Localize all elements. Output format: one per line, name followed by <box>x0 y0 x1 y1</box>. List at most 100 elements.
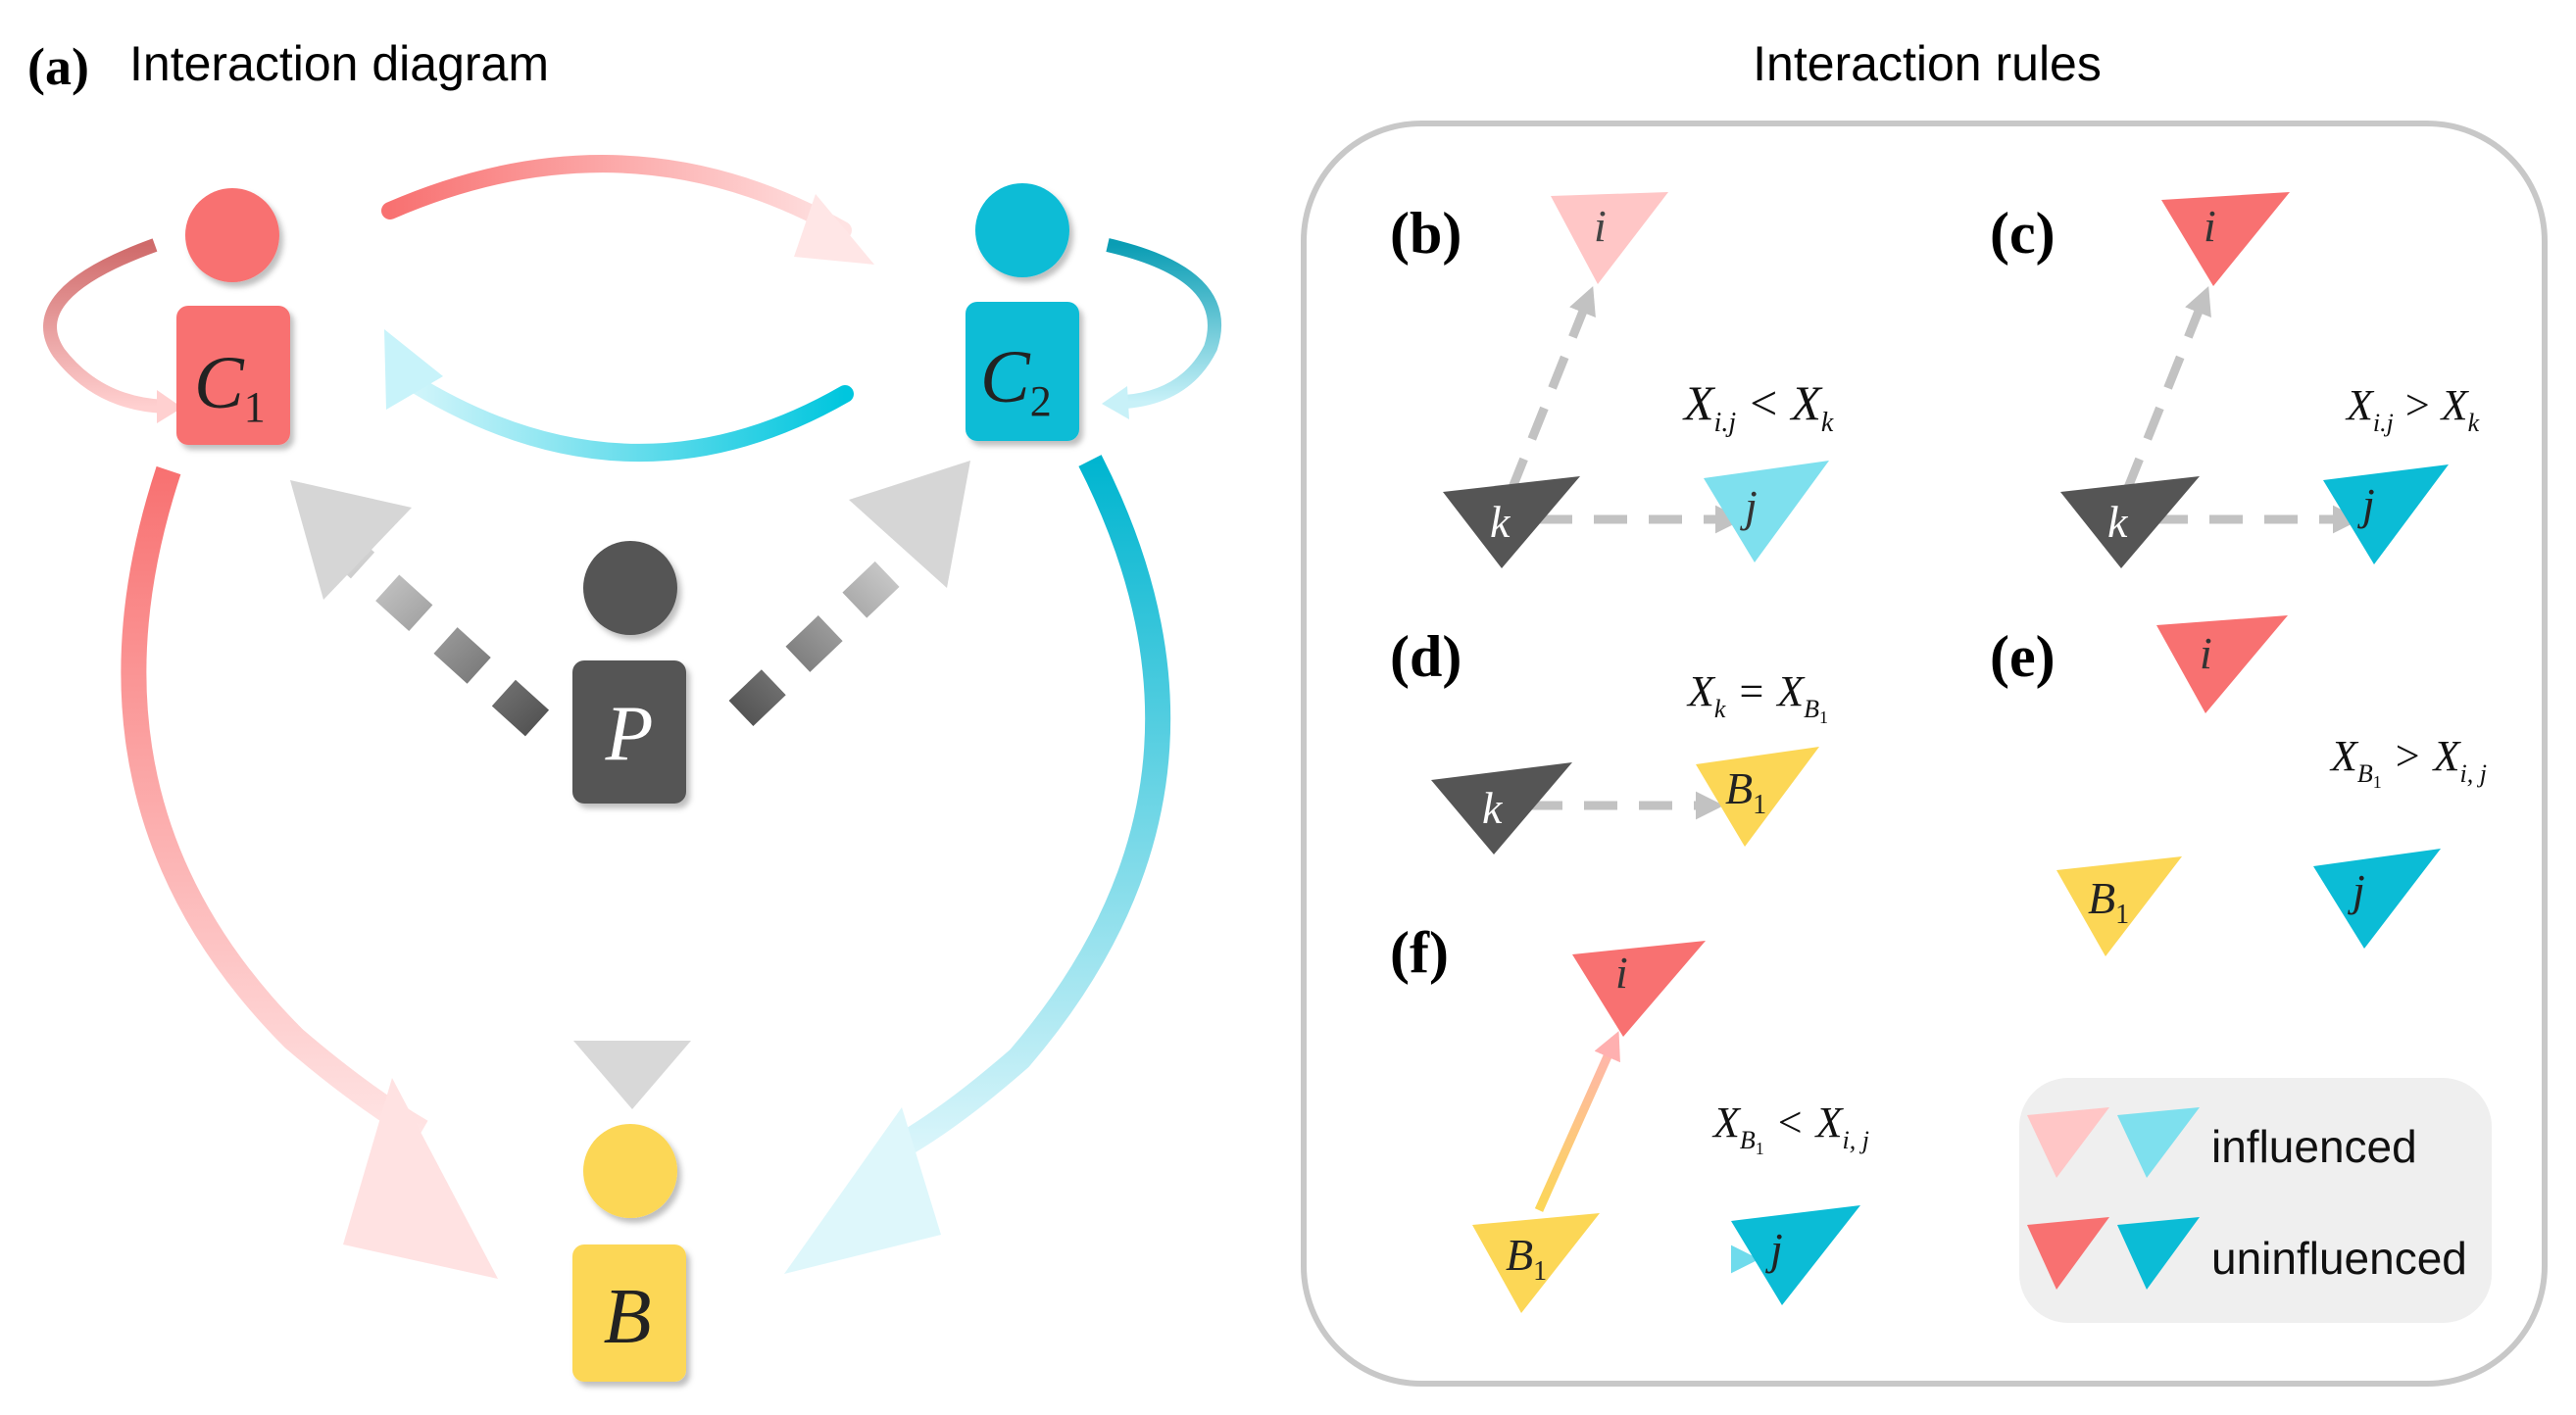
node-c2-sub: 2 <box>1030 377 1052 425</box>
legend-influenced-label: influenced <box>2211 1121 2417 1172</box>
rule-b-cond-rhs-sub: k <box>1821 408 1834 438</box>
rule-e-label-i: i <box>2200 628 2212 678</box>
node-c2: C2 <box>966 183 1079 441</box>
node-b-head <box>583 1124 677 1218</box>
panel-b: (b) i k j Xi.j<Xk <box>1390 192 1834 568</box>
rule-e-label-b-sub: 1 <box>2115 900 2129 930</box>
svg-text:Xi.j<Xk: Xi.j<Xk <box>1682 375 1834 438</box>
panel-e-letter: (e) <box>1990 624 2056 689</box>
rule-f-cond-op: < <box>1778 1098 1803 1147</box>
panel-a-letter: (a) <box>27 37 89 96</box>
rule-f-label-i: i <box>1615 948 1628 998</box>
rule-b-label-j: j <box>1740 481 1758 531</box>
legend-uninfluenced-cyan <box>2117 1217 2200 1290</box>
panel-f: (f) i XB1<Xi, j B1 j <box>1390 920 1869 1313</box>
panel-f-letter: (f) <box>1390 920 1449 985</box>
rule-d-cond-lhs-sub: k <box>1714 695 1726 723</box>
node-c2-head <box>975 183 1069 277</box>
panel-c: (c) i k j Xi.j>Xk <box>1990 192 2480 568</box>
legend-uninfluenced-label: uninfluenced <box>2211 1233 2467 1284</box>
rule-d-triangle-k <box>1431 762 1572 854</box>
dash-p-to-b <box>573 823 691 1109</box>
rule-e-cond-rhs-sub: i, j <box>2460 759 2487 788</box>
rule-d-label-b: B <box>1725 763 1753 813</box>
legend-influenced-cyan <box>2117 1107 2200 1178</box>
rule-b-cond-lhs: X <box>1682 375 1716 430</box>
rule-d-cond-lhs: X <box>1686 667 1716 715</box>
node-c2-label: C <box>980 336 1031 418</box>
svg-text:C1: C1 <box>194 342 266 431</box>
svg-text:B1: B1 <box>1506 1230 1547 1287</box>
rule-e-triangle-i <box>2156 615 2288 713</box>
rule-d-label-k: k <box>1482 783 1504 833</box>
arrow-c1-to-b <box>121 465 498 1279</box>
panel-a: (a) Interaction diagram <box>27 36 1221 1382</box>
rule-f-triangle-b <box>1472 1213 1600 1313</box>
node-p: P <box>572 541 686 804</box>
panel-d: (d) k B1 Xk=XB1 <box>1390 624 1828 854</box>
rule-e-label-b: B <box>2088 873 2115 923</box>
svg-text:B1: B1 <box>1725 763 1766 820</box>
rule-c-label-i: i <box>2204 201 2216 251</box>
panel-b-letter: (b) <box>1390 201 1461 266</box>
rule-c-cond-rhs-sub: k <box>2468 409 2480 437</box>
arrow-c1-to-c2 <box>381 155 874 265</box>
rule-b-arrow-k-i <box>1507 285 1596 492</box>
rule-c-cond-lhs: X <box>2345 381 2375 429</box>
panel-e: (e) i XB1>Xi, j B1 j <box>1990 615 2487 956</box>
svg-text:XB1<Xi, j: XB1<Xi, j <box>1711 1098 1869 1158</box>
rule-c-arrow-k-i <box>2122 285 2211 492</box>
dash-p-to-c2 <box>728 461 970 727</box>
rule-f-label-b-sub: 1 <box>1533 1256 1547 1287</box>
rule-f-triangle-j <box>1731 1205 1860 1305</box>
rule-b-label-k: k <box>1490 497 1511 547</box>
rule-e-label-j: j <box>2348 865 2365 915</box>
rule-c-triangle-i <box>2161 192 2290 286</box>
node-b: B <box>572 1124 686 1382</box>
arrow-c2-to-c1 <box>384 329 854 462</box>
arrow-c2-to-b <box>784 455 1171 1274</box>
node-c1: C1 <box>176 188 290 445</box>
rule-f-arrow-b-i <box>1534 1031 1620 1212</box>
rule-b-triangle-k <box>1443 476 1580 568</box>
rule-f-cond-lhs-sub: B <box>1740 1126 1756 1154</box>
svg-text:Xk=XB1: Xk=XB1 <box>1686 667 1828 727</box>
rule-f-cond-rhs: X <box>1814 1098 1845 1147</box>
rule-e-cond-lhs-sub: B <box>2357 759 2373 788</box>
rule-f-label-j: j <box>1765 1224 1783 1274</box>
legend-influenced-red <box>2027 1107 2109 1178</box>
rules-frame <box>1301 121 2548 1387</box>
node-c1-head <box>185 188 279 282</box>
rules-title: Interaction rules <box>1753 36 2102 91</box>
legend-uninfluenced-red <box>2027 1217 2109 1290</box>
node-c1-label: C <box>194 342 245 424</box>
rule-c-label-k: k <box>2107 497 2129 547</box>
rule-f-cond-lhs: X <box>1711 1098 1742 1147</box>
rule-e-cond-rhs: X <box>2432 732 2462 780</box>
rule-d-triangle-b <box>1696 747 1819 847</box>
panel-d-letter: (d) <box>1390 624 1461 689</box>
rule-e-cond-op: > <box>2396 732 2420 780</box>
rule-f-label-b: B <box>1506 1230 1533 1280</box>
rule-c-cond-lhs-sub: i.j <box>2373 409 2394 437</box>
legend: influenced uninfluenced <box>2019 1078 2492 1323</box>
rule-e-triangle-j <box>2313 849 2441 949</box>
panel-a-title: Interaction diagram <box>129 36 549 91</box>
loop-c2 <box>1102 238 1221 419</box>
svg-text:Xi.j>Xk: Xi.j>Xk <box>2345 381 2480 437</box>
node-c1-body <box>176 306 290 445</box>
panel-c-letter: (c) <box>1990 201 2056 266</box>
node-b-body <box>572 1244 686 1382</box>
rule-d-cond-op: = <box>1739 667 1763 715</box>
node-c2-body <box>966 302 1079 441</box>
rule-b-label-i: i <box>1594 201 1607 251</box>
node-b-label: B <box>604 1274 652 1360</box>
rule-c-triangle-k <box>2060 476 2200 568</box>
svg-text:XB1>Xi, j: XB1>Xi, j <box>2329 732 2487 792</box>
rule-b-triangle-j <box>1704 461 1829 562</box>
rule-b-cond-op: < <box>1750 375 1777 430</box>
rule-d-cond-rhs: X <box>1775 667 1806 715</box>
node-p-body <box>572 660 686 804</box>
rule-d-label-b-sub: 1 <box>1753 790 1766 820</box>
